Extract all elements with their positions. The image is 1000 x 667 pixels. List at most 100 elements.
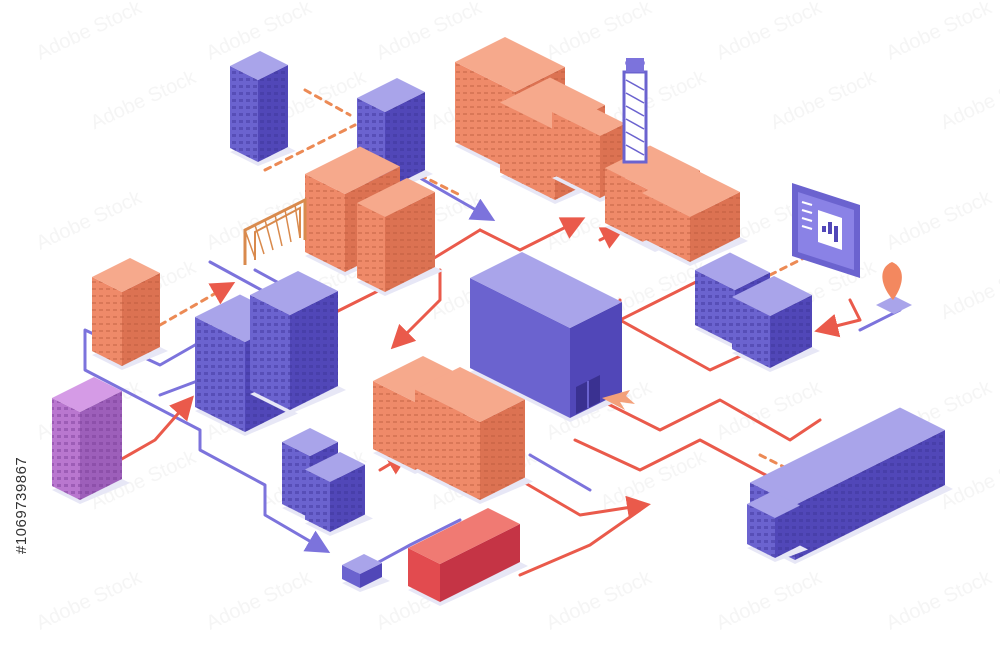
watermark-text: Adobe Stock: [767, 66, 880, 134]
top-face: [750, 407, 945, 505]
right-windows: [122, 273, 160, 366]
orange-tower-west: [92, 258, 168, 370]
top-face: [642, 168, 740, 217]
watermark-text: Adobe Stock: [373, 0, 486, 65]
top-face: [357, 78, 425, 112]
right-windows: [385, 192, 435, 292]
left-windows: [305, 469, 330, 532]
top-face: [250, 271, 338, 315]
left-windows: [250, 295, 290, 410]
silo-truss: [625, 144, 645, 156]
left-windows: [282, 442, 310, 518]
left-windows: [695, 270, 735, 345]
silo-truss: [625, 92, 645, 104]
right-windows: [690, 192, 740, 262]
top-face: [732, 276, 812, 316]
watermark-text: Adobe Stock: [87, 66, 200, 134]
dashed-route-top-left: [303, 88, 352, 117]
crane-truss: [264, 219, 274, 251]
left-windows: [415, 389, 480, 500]
top-face: [305, 146, 400, 194]
location-pin-icon: [876, 262, 912, 314]
right-windows: [775, 505, 800, 558]
right-windows: [258, 65, 288, 162]
top-face: [695, 252, 770, 290]
left-windows: [747, 504, 775, 558]
right-windows: [80, 391, 122, 500]
crane-truss: [284, 209, 292, 243]
dashed-route-top-left-2: [263, 123, 357, 172]
stock-id-label: #1069739867: [13, 456, 30, 554]
purple-tower-northwest: [230, 51, 296, 166]
right-face: [360, 563, 382, 588]
watermark-text: Adobe Stock: [883, 0, 996, 65]
left-windows: [552, 112, 600, 198]
crane-truss: [244, 229, 256, 259]
red-route-southwest: [118, 395, 194, 462]
purple-building-east-b: [732, 276, 820, 372]
top-face: [230, 51, 288, 80]
watermark-text: Adobe Stock: [543, 0, 656, 65]
red-route-southeast-2: [573, 438, 777, 482]
chart-bar-icon: [822, 226, 826, 232]
silo-truss: [625, 79, 645, 91]
left-windows: [500, 102, 555, 200]
watermark-text: Adobe Stock: [203, 566, 316, 634]
right-face: [440, 524, 520, 602]
left-windows: [373, 381, 415, 470]
top-face: [305, 452, 365, 482]
top-face: [373, 356, 465, 402]
right-windows: [795, 430, 945, 560]
watermark-text: Adobe Stock: [33, 0, 146, 65]
watermark-text: Adobe Stock: [883, 186, 996, 254]
watermark-text: Adobe Stock: [713, 376, 826, 444]
buildings: [52, 37, 953, 606]
silo-truss: [625, 131, 645, 143]
chart-bar-icon: [834, 226, 838, 242]
watermark-text: Adobe Stock: [713, 0, 826, 65]
dashed-route-west: [158, 282, 236, 327]
purple-route-center: [528, 453, 592, 492]
left-face: [470, 278, 570, 418]
central-warehouse-door: [576, 375, 600, 414]
top-face: [408, 508, 520, 564]
conveyor-crane: [243, 197, 307, 265]
silo-tower: [622, 58, 648, 164]
watermark-text: Adobe Stock: [937, 446, 1000, 514]
left-windows: [305, 174, 345, 272]
right-windows: [480, 399, 525, 500]
watermark-text: Adobe Stock: [33, 566, 146, 634]
analytics-screen-icon: [792, 183, 860, 278]
chart-bar-icon: [828, 222, 832, 234]
orange-stack-northeast-b: [642, 168, 748, 266]
watermark-text: Adobe Stock: [203, 186, 316, 254]
crane-truss: [294, 204, 301, 239]
silo-head: [626, 58, 644, 72]
watermark-text: Adobe Stock: [33, 186, 146, 254]
left-windows: [642, 193, 690, 262]
watermark-text: Adobe Stock: [543, 566, 656, 634]
accessories: [243, 58, 912, 410]
right-windows: [330, 464, 365, 532]
pin-marker: [882, 262, 902, 300]
top-face: [455, 37, 565, 92]
left-windows: [230, 66, 258, 162]
screen-text-line: [801, 225, 813, 230]
distribution-center-annex: [747, 491, 808, 562]
left-windows: [357, 203, 385, 292]
dashed-route-top: [418, 173, 462, 197]
right-windows: [290, 291, 338, 410]
top-face: [415, 367, 525, 422]
screen-text-line: [801, 201, 813, 206]
red-route-far-east: [814, 298, 862, 338]
crane-truss: [254, 224, 265, 255]
left-face: [408, 548, 440, 602]
red-route-southeast: [598, 398, 822, 442]
top-face: [342, 554, 382, 574]
screen-text-line: [801, 217, 813, 222]
watermark-text: Adobe Stock: [597, 446, 710, 514]
crane-truss: [274, 214, 283, 247]
top-face: [470, 252, 622, 328]
watermark-text: Adobe Stock: [937, 256, 1000, 324]
